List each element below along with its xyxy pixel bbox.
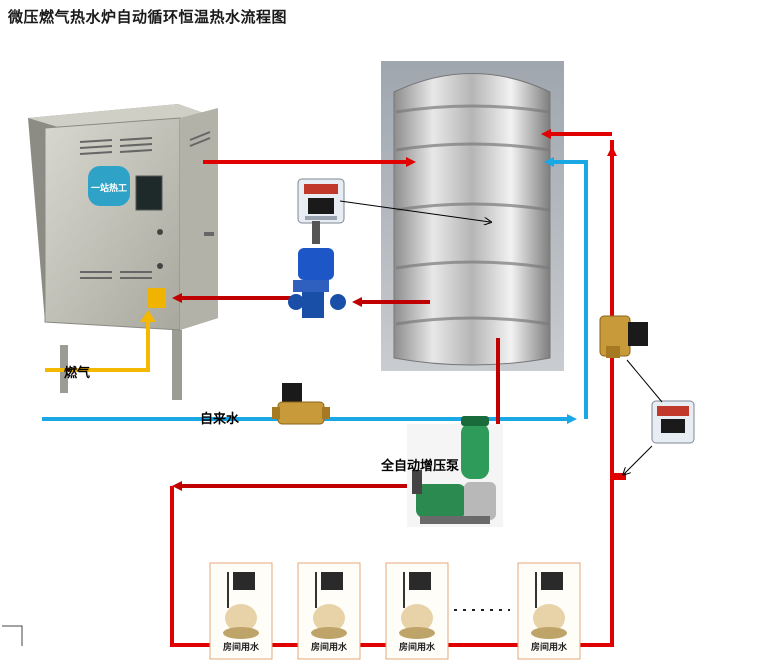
sensor-line <box>339 200 490 222</box>
booster-pump <box>407 416 503 527</box>
gas-label: 燃气 <box>64 366 91 381</box>
room-label: 房间用水 <box>311 641 348 653</box>
temperature-sensor <box>614 473 626 480</box>
room-label: 房间用水 <box>223 641 260 653</box>
loop-temperature-controller <box>651 400 695 444</box>
tap-water-label: 自来水 <box>200 412 240 427</box>
booster-pump-label: 全自动增压泵 <box>381 459 460 474</box>
room-label: 房间用水 <box>399 641 436 653</box>
loop-solenoid-valve <box>599 315 648 358</box>
room-1: 房间用水 <box>209 562 273 660</box>
room-4: 房间用水 <box>517 562 581 660</box>
tap-water-solenoid-valve <box>272 383 330 425</box>
gas-water-heater: 一站热工 <box>28 104 218 400</box>
room-label: 房间用水 <box>531 641 568 653</box>
room-list: 房间用水 房间用水 房间用水 房间用水 <box>209 562 581 660</box>
tank-temperature-controller <box>297 178 345 224</box>
boiler-brand: 一站热工 <box>91 182 127 194</box>
storage-tank <box>381 61 564 371</box>
gas-pipe <box>45 310 156 372</box>
circulation-pump <box>288 221 351 320</box>
room-3: 房间用水 <box>385 562 449 660</box>
cold-inlet-pipe <box>544 157 588 419</box>
diagram-title: 微压燃气热水炉自动循环恒温热水流程图 <box>8 8 288 26</box>
room-2: 房间用水 <box>297 562 361 660</box>
